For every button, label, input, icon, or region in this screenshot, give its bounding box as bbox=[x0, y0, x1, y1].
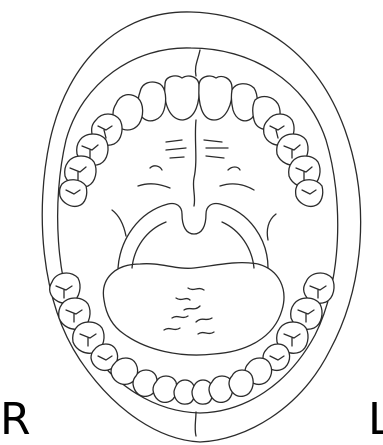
lower-tooth bbox=[153, 376, 177, 402]
left-side-label: L bbox=[368, 398, 383, 442]
upper-frenulum bbox=[195, 50, 200, 76]
right-side-label: R bbox=[0, 398, 31, 442]
upper-tooth bbox=[199, 76, 232, 120]
hard-palate bbox=[112, 120, 276, 240]
upper-left-molars bbox=[264, 114, 323, 206]
soft-palate-and-uvula bbox=[118, 203, 268, 268]
tongue bbox=[103, 263, 284, 355]
lower-front-teeth bbox=[133, 370, 253, 404]
lower-tooth bbox=[229, 370, 253, 396]
upper-right-molars bbox=[60, 114, 122, 206]
upper-tooth bbox=[165, 76, 199, 120]
lower-frenulum bbox=[195, 412, 196, 436]
outer-lip-outline bbox=[42, 12, 360, 442]
upper-front-teeth bbox=[113, 76, 280, 130]
